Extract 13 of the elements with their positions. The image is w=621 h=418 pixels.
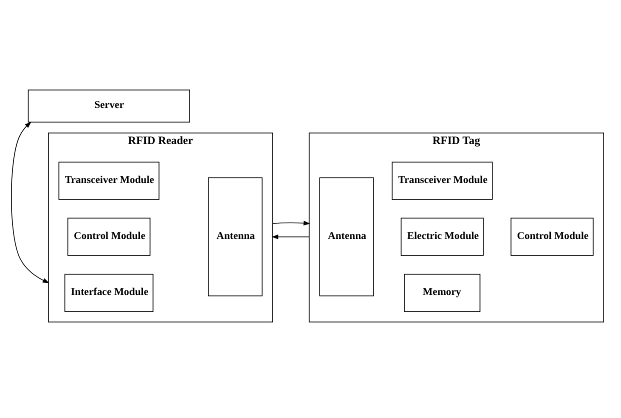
node-box: Server	[28, 90, 190, 122]
node-box: Memory	[404, 274, 480, 312]
node-box: Transceiver Module	[392, 162, 493, 200]
arrow	[10, 122, 50, 284]
node-box: Transceiver Module	[58, 162, 160, 200]
node-box: Control Module	[510, 218, 594, 256]
node-box: Electric Module	[400, 218, 484, 256]
node-box: Control Module	[67, 218, 150, 256]
node-box: Interface Module	[64, 274, 154, 312]
arrow	[272, 220, 310, 226]
node-box: Antenna	[319, 177, 374, 296]
node-box: Antenna	[208, 177, 263, 296]
arrow	[271, 234, 310, 240]
